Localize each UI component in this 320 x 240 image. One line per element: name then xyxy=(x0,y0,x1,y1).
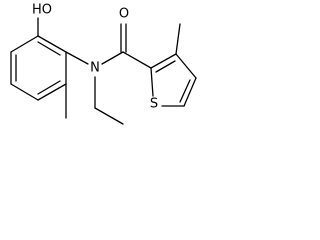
double-bond-inner-1 xyxy=(37,41,61,56)
carbonyl-oxygen-label: O xyxy=(119,7,129,22)
hydroxyl-label: HO xyxy=(32,3,52,18)
phenyl-ring xyxy=(10,35,67,101)
molecule-diagram: HO N O S xyxy=(10,3,197,125)
bond-c4-c5 xyxy=(183,77,197,107)
bond-ring-a4-a5 xyxy=(10,83,39,101)
double-bond-inner-2 xyxy=(37,80,61,95)
thiophene-double-2 xyxy=(179,79,191,103)
bond-s-c2 xyxy=(150,67,154,97)
bond-c2-c3 xyxy=(150,53,177,69)
bond-ring-n xyxy=(65,51,89,65)
thiophene-double-1 xyxy=(155,60,176,73)
bond-thiophene-methyl xyxy=(175,23,181,55)
bond-n-carbonyl xyxy=(101,51,124,65)
bond-ethyl-ch3 xyxy=(94,107,124,125)
nitrogen-label: N xyxy=(90,61,100,76)
bond-c3-c4 xyxy=(175,53,197,79)
thiophene-ring xyxy=(150,53,197,107)
bond-carbonyl-thiophene xyxy=(122,51,152,69)
structure-canvas: HO N O S xyxy=(10,3,197,125)
bond-ring-a6-a1 xyxy=(10,35,39,53)
bond-ring-a3-a4 xyxy=(37,83,67,101)
bond-ring-a1-a2 xyxy=(37,35,67,53)
sulfur-label: S xyxy=(150,97,158,112)
